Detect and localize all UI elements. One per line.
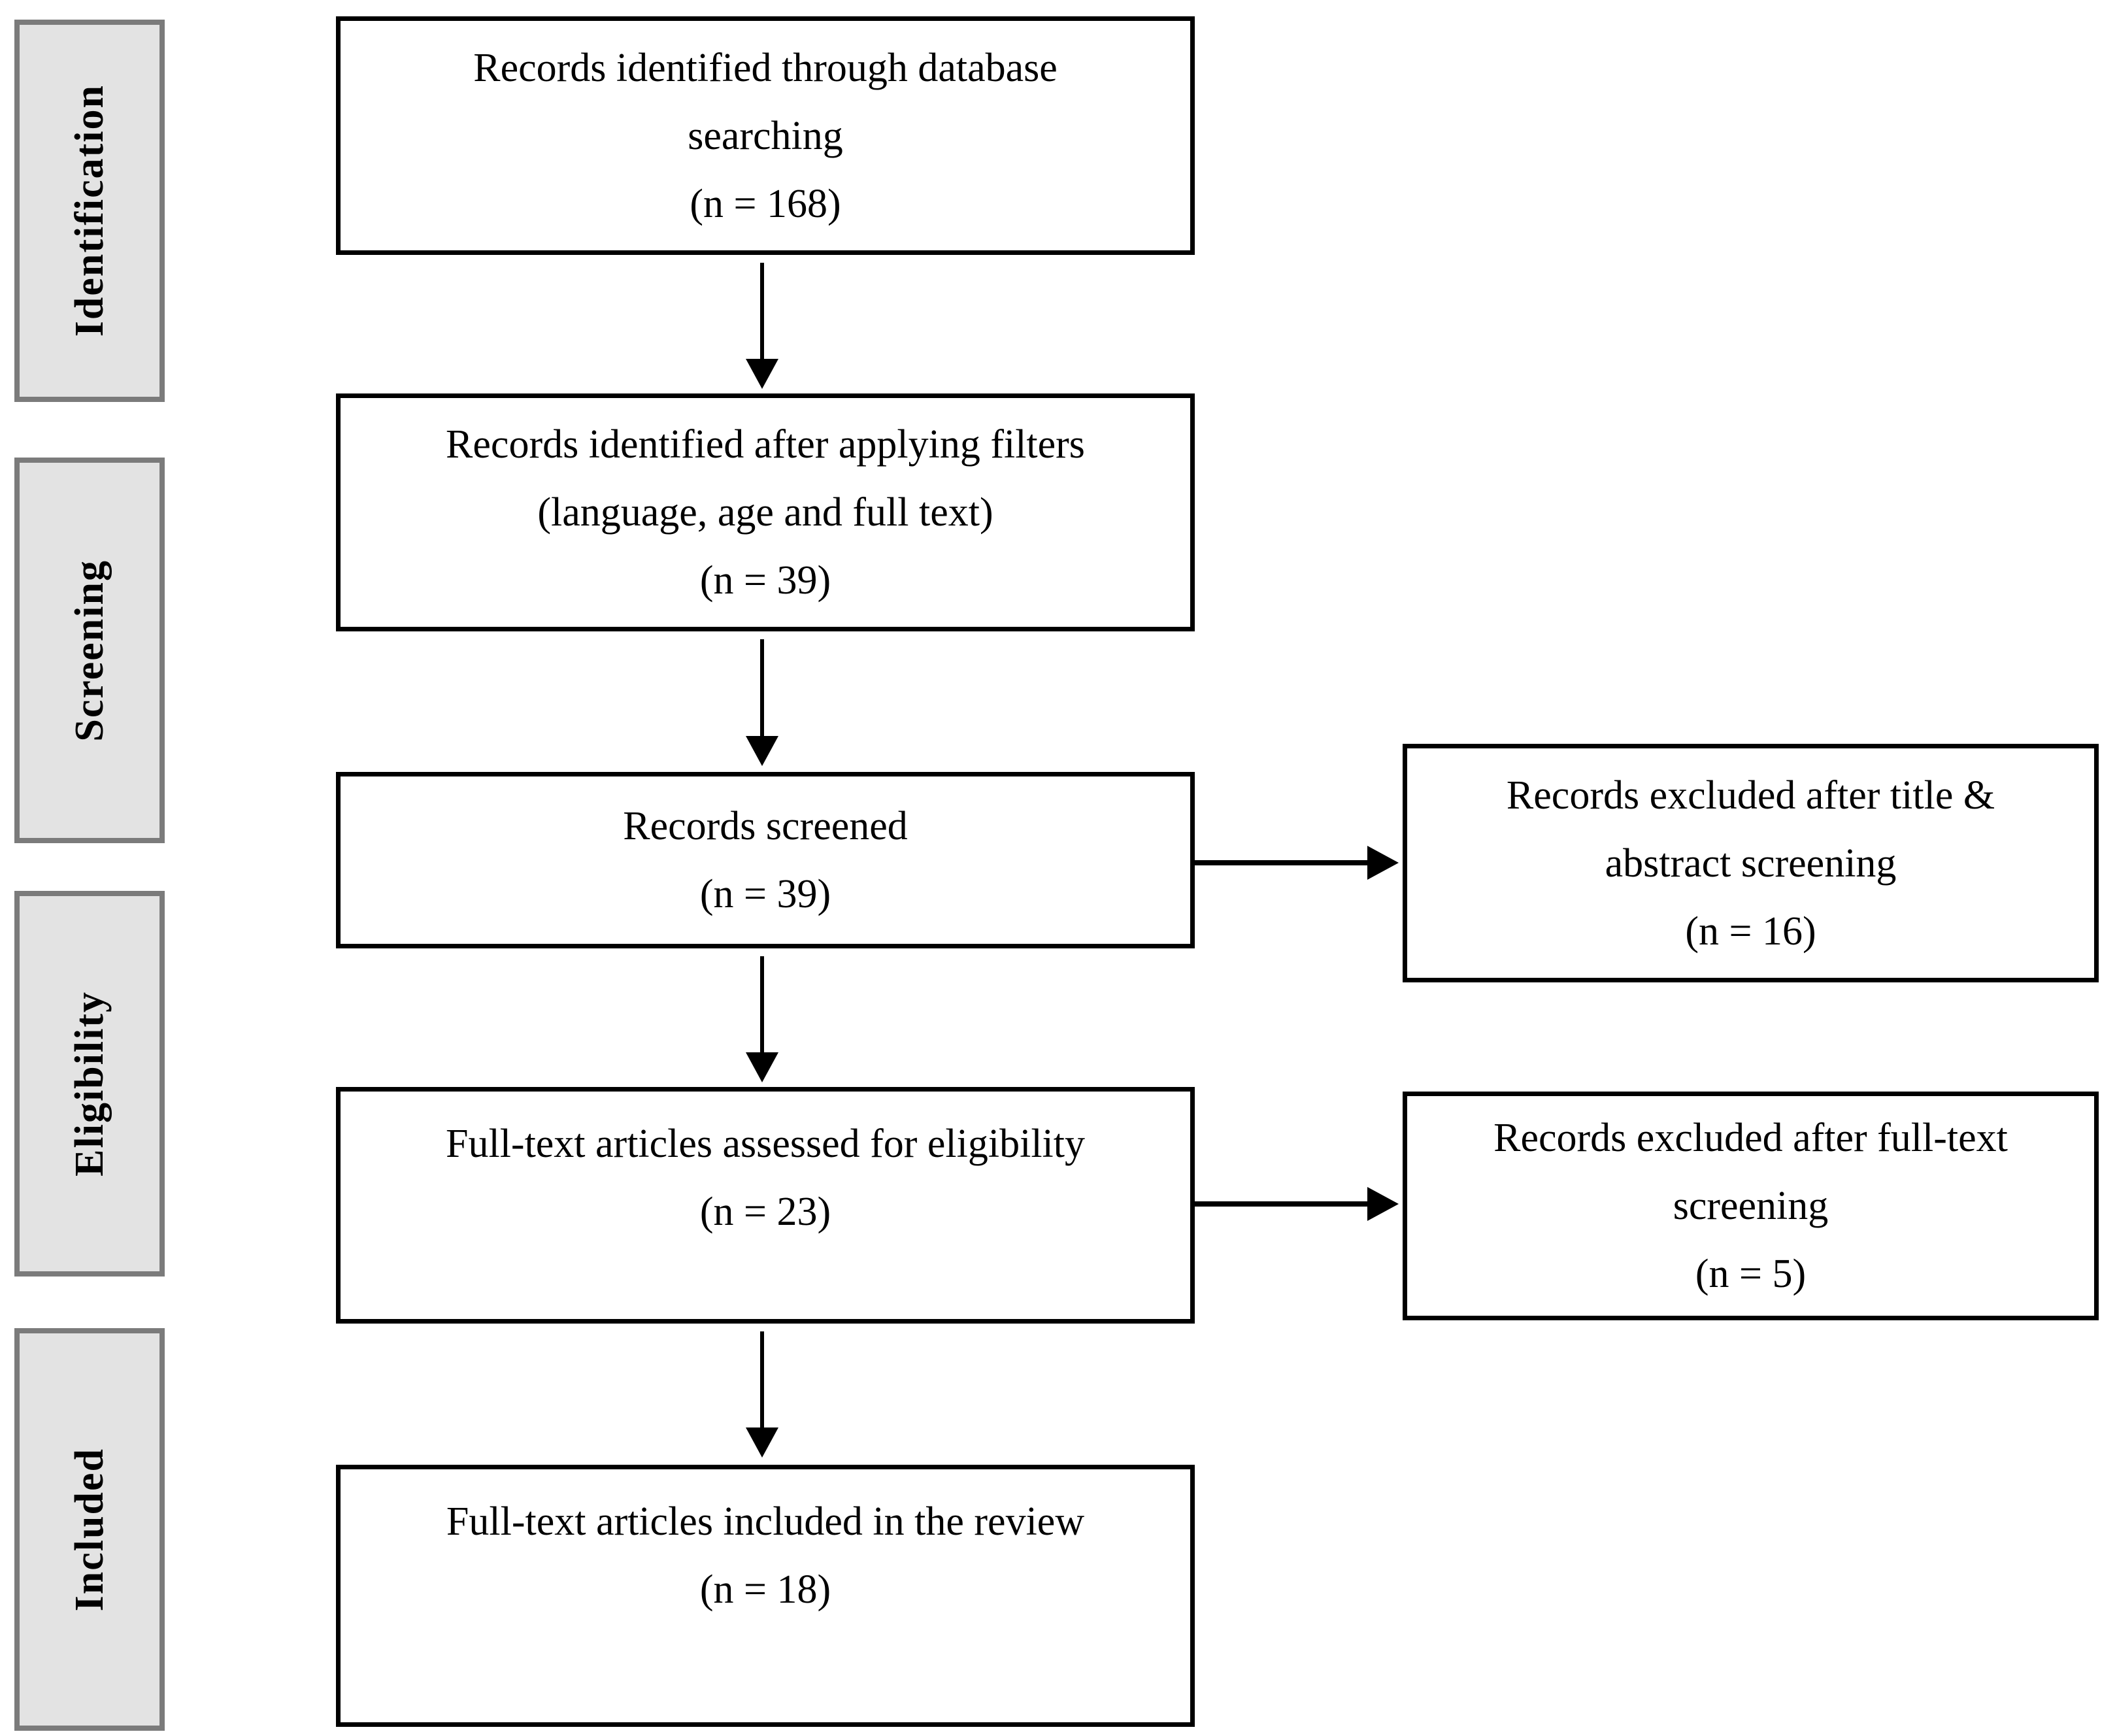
- box-records-after-filters: Records identified after applying filter…: [336, 393, 1195, 631]
- arrow-right-icon: [1192, 1187, 1399, 1221]
- box-count: (n = 5): [1695, 1252, 1807, 1296]
- box-text-line: (language, age and full text): [537, 490, 993, 535]
- box-count: (n = 18): [699, 1567, 831, 1612]
- arrowhead-down-icon: [746, 359, 778, 389]
- box-text-line: Records excluded after title &: [1506, 773, 1995, 818]
- box-count: (n = 39): [699, 872, 831, 916]
- box-count: (n = 39): [699, 558, 831, 603]
- arrowhead-down-icon: [746, 1427, 778, 1458]
- box-count: (n = 16): [1685, 909, 1816, 954]
- arrow-down-icon: [746, 263, 778, 389]
- box-text-line: abstract screening: [1605, 841, 1897, 886]
- box-fulltext-assessed: Full-text articles assessed for eligibil…: [336, 1087, 1195, 1324]
- box-text-line: Records screened: [623, 804, 908, 848]
- box-count: (n = 23): [699, 1190, 831, 1234]
- stage-box-identification: Identification: [14, 20, 165, 402]
- stage-box-eligibility: Eligibility: [14, 891, 165, 1277]
- box-text-line: Records identified after applying filter…: [446, 422, 1085, 467]
- box-records-screened: Records screened (n = 39): [336, 772, 1195, 948]
- arrowhead-down-icon: [746, 736, 778, 766]
- arrow-down-icon: [746, 956, 778, 1082]
- stage-label-included: Included: [67, 1447, 112, 1612]
- box-text-line: Records identified through database: [473, 45, 1058, 90]
- arrowhead-right-icon: [1367, 1187, 1399, 1221]
- arrowhead-right-icon: [1367, 846, 1399, 880]
- box-excluded-title-abstract: Records excluded after title & abstract …: [1403, 744, 2099, 982]
- box-count: (n = 168): [690, 181, 841, 226]
- stage-box-screening: Screening: [14, 458, 165, 843]
- box-text-line: Records excluded after full-text: [1493, 1116, 2008, 1160]
- stage-label-identification: Identification: [67, 84, 112, 337]
- arrow-down-icon: [746, 639, 778, 766]
- box-text-line: Full-text articles included in the revie…: [446, 1499, 1085, 1544]
- arrow-down-icon: [746, 1331, 778, 1458]
- stage-label-eligibility: Eligibility: [67, 991, 112, 1177]
- stage-label-screening: Screening: [67, 559, 112, 742]
- box-text-line: Full-text articles assessed for eligibil…: [445, 1122, 1085, 1166]
- box-records-identified: Records identified through database sear…: [336, 16, 1195, 255]
- box-text-line: screening: [1673, 1184, 1829, 1228]
- arrow-right-icon: [1192, 846, 1399, 880]
- box-text-line: searching: [688, 113, 843, 158]
- arrowhead-down-icon: [746, 1052, 778, 1082]
- stage-box-included: Included: [14, 1328, 165, 1731]
- box-fulltext-included: Full-text articles included in the revie…: [336, 1465, 1195, 1727]
- box-excluded-fulltext: Records excluded after full-text screeni…: [1403, 1092, 2099, 1320]
